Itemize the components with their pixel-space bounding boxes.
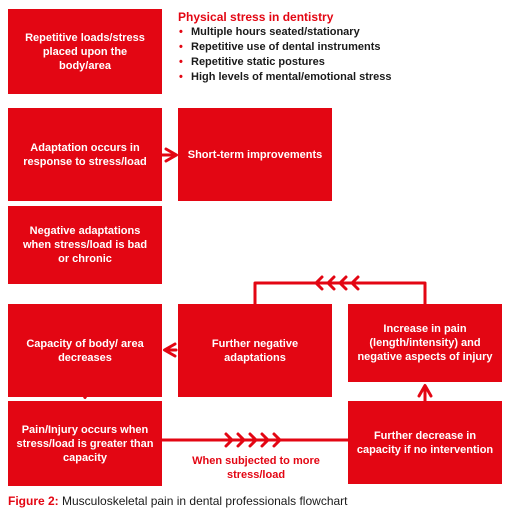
stress-items: • Multiple hours seated/stationary • Repet… (178, 25, 392, 85)
figure-caption: Figure 2: Musculoskeletal pain in dental… (8, 494, 348, 508)
bullet-icon: • (179, 26, 183, 38)
box-further-decrease: Further decrease in capacity if no inter… (348, 401, 502, 484)
arrow-b7-loop-to-b6 (253, 281, 427, 306)
when-subjected-label: When subjected to more stress/load (192, 455, 320, 481)
box-text: Increase in pain (length/intensity) and … (357, 323, 493, 363)
chevrons-top (314, 275, 360, 291)
stress-item-text: High levels of mental/emotional stress (191, 71, 392, 83)
box-text: Further negative adaptations (211, 337, 299, 364)
box-text: Adaptation occurs in response to stress/… (23, 141, 147, 168)
stress-list: Physical stress in dentistry • Multiple h… (178, 10, 392, 85)
box-increase-pain: Increase in pain (length/intensity) and … (348, 304, 502, 382)
caption-label: Figure 2: (8, 494, 59, 508)
bullet-icon: • (179, 71, 183, 83)
box-adaptation: Adaptation occurs in response to stress/… (8, 108, 162, 201)
stress-item: • High levels of mental/emotional stress (178, 70, 392, 85)
box-text: Negative adaptations when stress/load is… (22, 225, 148, 265)
bullet-icon: • (179, 56, 183, 68)
stress-item-text: Repetitive static postures (191, 56, 325, 68)
stress-item: • Multiple hours seated/stationary (178, 25, 392, 40)
box-repetitive-load: Repetitive loads/stress placed upon the … (8, 9, 162, 94)
box-text: Repetitive loads/stress placed upon the … (25, 31, 145, 72)
stress-item-text: Multiple hours seated/stationary (191, 26, 360, 38)
caption-text: Musculoskeletal pain in dental professio… (58, 494, 348, 508)
stress-item: • Repetitive static postures (178, 55, 392, 70)
box-negative-adaptations: Negative adaptations when stress/load is… (8, 206, 162, 284)
box-further-negative: Further negative adaptations (178, 304, 332, 397)
box-capacity-decreases: Capacity of body/ area decreases (8, 304, 162, 397)
bullet-icon: • (179, 41, 183, 53)
stress-item-text: Repetitive use of dental instruments (191, 41, 381, 53)
box-short-term: Short-term improvements (178, 108, 332, 201)
box-text: Short-term improvements (187, 148, 323, 161)
chevrons-bottom (224, 432, 282, 448)
box-text: Further decrease in capacity if no inter… (356, 429, 494, 456)
box-text: Capacity of body/ area decreases (26, 337, 144, 364)
box-text: Pain/Injury occurs when stress/load is g… (16, 423, 154, 464)
box-pain-injury: Pain/Injury occurs when stress/load is g… (8, 401, 162, 486)
stress-item: • Repetitive use of dental instruments (178, 40, 392, 55)
stress-title: Physical stress in dentistry (178, 10, 334, 24)
